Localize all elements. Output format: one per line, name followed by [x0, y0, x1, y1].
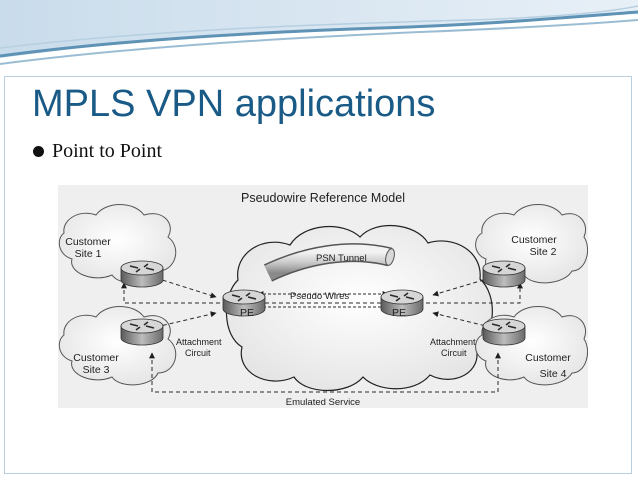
router-pe-left	[222, 289, 266, 317]
decorative-wave-banner	[0, 0, 638, 65]
site-1-label-line2: Site 1	[75, 248, 102, 260]
router-site-4	[482, 318, 526, 346]
site-4-label-line2: Site 4	[540, 368, 567, 380]
pseudo-wire-lines	[257, 291, 389, 310]
psn-tunnel	[263, 243, 395, 282]
psn-tunnel-label: PSN Tunnel	[316, 253, 367, 264]
router-site-1	[120, 260, 164, 288]
attachment-circuit-left-line2: Circuit	[185, 348, 211, 358]
diagram-title: Pseudowire Reference Model	[241, 191, 405, 205]
site-2-label-line2: Site 2	[530, 246, 557, 258]
site-2-label-line1: Customer	[511, 234, 557, 246]
attachment-circuit-left-line1: Attachment	[176, 337, 222, 347]
router-site-3	[120, 318, 164, 346]
pe-left-label: PE	[240, 307, 254, 319]
content-frame	[4, 76, 632, 474]
site-4-label-line1: Customer	[525, 352, 571, 364]
pseudowire-diagram: Pseudowire Reference Model Customer Site…	[58, 185, 588, 408]
site-3-label-line2: Site 3	[83, 364, 110, 376]
emulated-service-lines	[121, 282, 523, 393]
pe-right-label: PE	[392, 307, 406, 319]
bullet-text: Point to Point	[52, 140, 163, 162]
router-pe-right	[380, 289, 424, 317]
attachment-circuit-right-line2: Circuit	[441, 348, 467, 358]
site-3-label-line1: Customer	[73, 352, 119, 364]
cloud-site-3	[58, 306, 177, 386]
site-1-label-line1: Customer	[65, 236, 111, 248]
pseudo-wires-label: Pseudo Wires	[290, 291, 349, 302]
router-site-2	[482, 260, 526, 288]
bullet-dot-icon	[33, 146, 44, 157]
emulated-service-label: Emulated Service	[286, 397, 360, 408]
slide-title: MPLS VPN applications	[32, 83, 436, 125]
cloud-site-4	[475, 306, 588, 386]
attachment-circuit-right-line1: Attachment	[430, 337, 476, 347]
bullet-item: Point to Point	[33, 140, 162, 163]
